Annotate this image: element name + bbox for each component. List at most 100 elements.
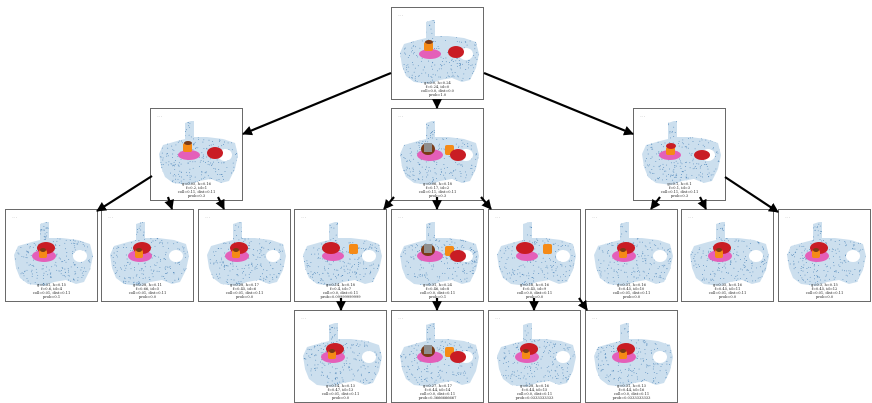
pink-plate xyxy=(178,150,200,160)
caption-line: g=0.35, h=0.16 xyxy=(713,282,742,287)
caption-line: prob=0.3666666667 xyxy=(418,395,457,400)
caption-line: coll=0.0, dist=0.11 xyxy=(419,290,456,295)
caption-line: f=0.45, id=11 xyxy=(714,286,741,291)
scene-image xyxy=(787,222,866,286)
red-bowl xyxy=(448,46,464,58)
brown-lid xyxy=(136,248,142,252)
caption-line: f=0.45, id=12 xyxy=(811,286,838,291)
tree-edge-root-n3 xyxy=(483,71,634,136)
orange-pot xyxy=(135,250,143,258)
tree-edge-n3-n11 xyxy=(697,196,707,210)
caption-line: coll=0.11, dist=0.11 xyxy=(418,189,457,194)
caption-line: coll=0.01, dist=0.11 xyxy=(708,290,747,295)
scene-image xyxy=(303,323,382,387)
scene-tag: -.· xyxy=(495,316,501,320)
caption-line: g=0.31, h=0.15 xyxy=(37,282,66,287)
tree-edge-n9-n16 xyxy=(577,297,588,311)
point-cloud-region xyxy=(642,121,721,185)
caption-line: coll=0.01, dist=0.11 xyxy=(321,391,360,396)
caption-line: g=0.05, h=0.16 xyxy=(182,181,211,186)
scene-image xyxy=(497,323,576,387)
tree-edge-n1-n6 xyxy=(215,196,225,210)
brown-lid xyxy=(184,141,192,145)
scene-image xyxy=(207,222,286,286)
tree-edge-n1-n5 xyxy=(164,196,174,210)
scene-image xyxy=(110,222,189,286)
caption-line: f=0.66, id=5 xyxy=(135,286,160,291)
caption-line: g=0.06, h=0.18 xyxy=(423,181,452,186)
scene-tag: -.· xyxy=(592,215,598,219)
scene-tag: -.· xyxy=(12,215,18,219)
caption-line: prob=0.0 xyxy=(718,294,737,299)
cloud-hole xyxy=(169,250,183,262)
caption-line: f=0.45, id=10 xyxy=(618,286,645,291)
caption-line: g=0.16, h=0.16 xyxy=(520,282,549,287)
caption-line: g=0.3, h=0.15 xyxy=(811,282,838,287)
scene-image xyxy=(159,121,238,185)
caption-line: prob=0.3 xyxy=(670,193,689,198)
orange-pot xyxy=(666,147,675,155)
caption-line: coll=0.01, dist=0.11 xyxy=(225,290,264,295)
scene-image xyxy=(594,222,673,286)
red-bowl xyxy=(450,149,466,161)
brown-lid xyxy=(329,349,335,353)
cloud-hole xyxy=(846,250,860,262)
tree-edge-root-n1 xyxy=(242,71,392,136)
caption-line: f=0.47, id=13 xyxy=(327,387,354,392)
scene-image xyxy=(690,222,769,286)
scene-image xyxy=(400,222,479,286)
caption-line: prob=1.0 xyxy=(428,92,447,97)
caption-line: g=0.31, h=0.16 xyxy=(617,282,646,287)
caption-line: f=0.46, id=8 xyxy=(425,286,450,291)
caption-line: g=0.31, h=0.13 xyxy=(617,383,646,388)
scene-image xyxy=(497,222,576,286)
scene-tag: -.· xyxy=(398,215,404,219)
scene-tag: -.· xyxy=(301,215,307,219)
caption-line: f=0.6, id=4 xyxy=(40,286,63,291)
tree-edge-n1-n4 xyxy=(96,175,153,212)
caption-line: prob=0.0 xyxy=(331,395,350,400)
gray-mug xyxy=(424,345,432,354)
scene-tag: -.· xyxy=(157,114,163,118)
scene-image xyxy=(14,222,93,286)
scene-tag: -.· xyxy=(398,13,404,17)
caption-line: f=0.1, id=3 xyxy=(668,185,691,190)
caption-line: coll=0.01, dist=0.11 xyxy=(32,290,71,295)
caption-line: prob=0.3 xyxy=(428,193,447,198)
cloud-hole xyxy=(749,250,763,262)
scene-tag: -.· xyxy=(785,215,791,219)
caption-line: coll=0.11, dist=0.11 xyxy=(177,189,216,194)
scene-tag: -.· xyxy=(688,215,694,219)
tree-edge-n2-n9 xyxy=(480,196,492,210)
orange-pot xyxy=(424,42,433,51)
orange-pot xyxy=(328,351,336,359)
caption-line: g=0.14, h=0.13 xyxy=(326,383,355,388)
caption-line: g=0.1, h=0.1 xyxy=(667,181,692,186)
pink-plate xyxy=(419,49,441,59)
caption-line: g=0.14, h=0.18 xyxy=(326,282,355,287)
caption-line: coll=0.0, dist=0.0 xyxy=(421,88,454,93)
brown-lid xyxy=(620,349,626,353)
brown-lid xyxy=(425,40,433,44)
caption-line: f=0.2, id=1 xyxy=(185,185,208,190)
orange-pot xyxy=(522,351,530,359)
cloud-hole xyxy=(556,250,570,262)
scene-tag: -.· xyxy=(301,316,307,320)
